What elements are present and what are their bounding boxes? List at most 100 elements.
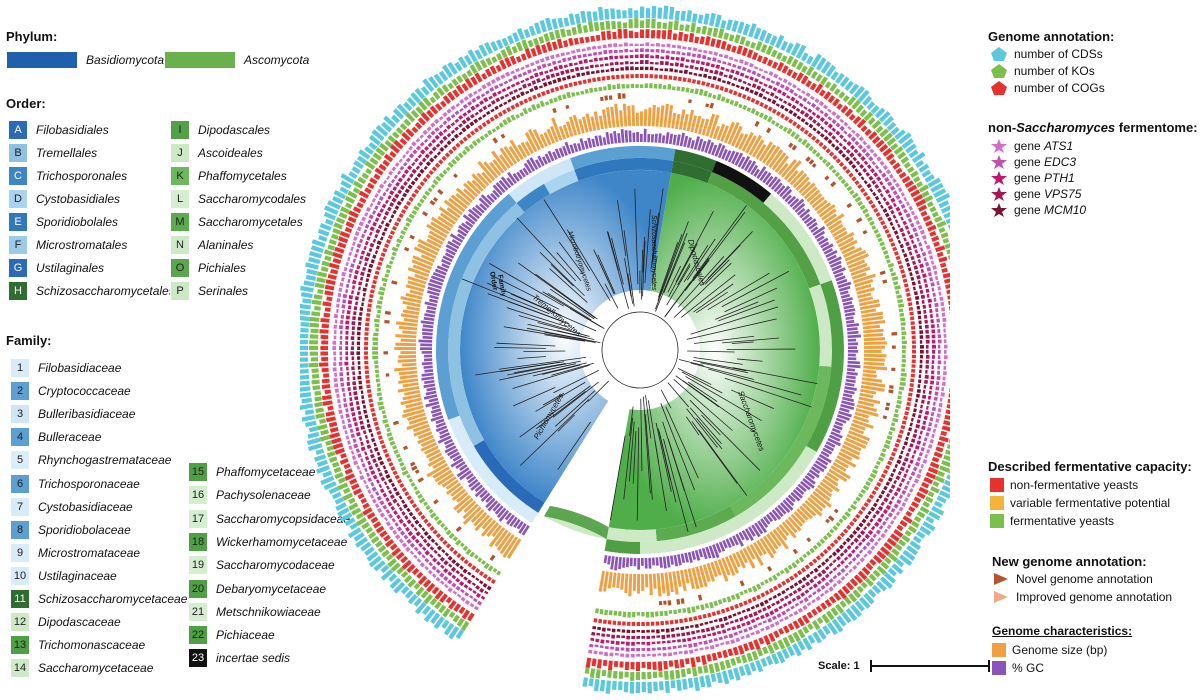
data-ring-bar [568, 37, 574, 46]
data-ring-bar [405, 284, 425, 293]
data-ring-bar [948, 300, 950, 306]
data-ring-bar [864, 533, 870, 540]
data-ring-bar [856, 533, 862, 539]
data-ring-bar [898, 539, 907, 547]
data-ring-bar [879, 452, 886, 458]
data-ring-bar [695, 629, 701, 634]
data-ring-bar [547, 150, 555, 162]
data-ring-bar [742, 80, 747, 85]
data-ring-bar [323, 205, 339, 215]
data-ring-bar [752, 542, 763, 557]
data-ring-bar [359, 420, 364, 425]
data-ring-bar [364, 160, 376, 170]
data-ring-bar [650, 49, 655, 53]
data-ring-bar [388, 489, 393, 495]
data-ring-bar [613, 610, 618, 616]
data-ring-bar [433, 499, 439, 505]
data-ring-bar [910, 501, 920, 509]
data-ring-bar [701, 25, 708, 35]
data-ring-bar [480, 492, 491, 503]
data-ring-bar [347, 376, 350, 381]
data-ring-bar [408, 416, 427, 425]
data-ring-bar [472, 90, 478, 96]
data-ring-bar [713, 560, 722, 576]
data-ring-bar [863, 357, 885, 362]
data-ring-bar [917, 315, 922, 320]
data-ring-bar [842, 540, 847, 546]
data-ring-bar [804, 499, 823, 517]
data-ring-bar [373, 442, 377, 447]
data-ring-bar [702, 613, 707, 619]
data-ring-bar [915, 220, 921, 225]
data-ring-bar [741, 66, 747, 72]
data-ring-bar [421, 376, 435, 381]
data-ring-bar [408, 478, 414, 483]
data-ring-bar [940, 205, 950, 214]
data-ring-bar [610, 106, 616, 128]
data-ring-bar [532, 37, 540, 46]
data-ring-bar [388, 478, 393, 484]
data-ring-bar [908, 475, 913, 481]
data-ring-bar [879, 576, 893, 589]
data-ring-bar [305, 274, 317, 281]
data-ring-bar [922, 304, 927, 309]
family-code: 15 [188, 462, 208, 482]
family-ring-segment [806, 280, 844, 452]
data-ring-bar [344, 468, 353, 475]
data-ring-bar [812, 544, 819, 550]
star-icon [991, 171, 1007, 185]
data-ring-bar [422, 605, 432, 616]
data-ring-bar [650, 611, 655, 618]
data-ring-bar [748, 23, 757, 38]
data-ring-bar [929, 385, 933, 390]
data-ring-bar [686, 109, 695, 132]
data-ring-bar [332, 228, 341, 235]
data-ring-bar [615, 74, 620, 80]
data-ring-bar [664, 680, 670, 694]
data-ring-bar [371, 412, 377, 417]
data-ring-bar [832, 154, 838, 161]
data-ring-bar [589, 64, 594, 69]
data-ring-bar [775, 526, 788, 541]
data-ring-bar [862, 167, 868, 173]
data-ring-bar [421, 372, 434, 377]
data-ring-bar [580, 90, 585, 95]
data-ring-bar [716, 651, 723, 659]
data-ring-bar [751, 83, 757, 89]
data-ring-bar [443, 438, 454, 446]
data-ring-bar [896, 524, 904, 532]
data-ring-bar [473, 605, 479, 611]
data-ring-bar [762, 646, 769, 655]
data-ring-bar [667, 83, 672, 90]
data-ring-bar [339, 356, 343, 361]
data-ring-bar [487, 565, 494, 572]
data-ring-bar [351, 326, 355, 331]
data-ring-bar [940, 301, 945, 307]
data-ring-bar [757, 622, 763, 626]
data-ring-bar [905, 143, 917, 154]
data-ring-bar [420, 254, 435, 263]
data-ring-bar [916, 253, 921, 259]
data-ring-bar [703, 90, 708, 97]
data-ring-bar [751, 585, 758, 593]
data-ring-bar [405, 157, 411, 163]
data-ring-bar [857, 492, 864, 498]
data-ring-bar [434, 469, 453, 483]
data-ring-bar [358, 380, 363, 385]
data-ring-bar [433, 549, 438, 555]
data-ring-bar [308, 256, 321, 265]
data-ring-bar [614, 103, 620, 128]
data-ring-bar [814, 487, 831, 502]
data-ring-bar [330, 268, 339, 275]
data-ring-bar [671, 86, 676, 91]
data-ring-bar [356, 243, 362, 249]
data-ring-bar [680, 553, 686, 564]
family-label: Rhynchogastremataceae [38, 453, 172, 468]
data-ring-bar [896, 294, 903, 299]
data-ring-bar [742, 547, 756, 569]
data-ring-bar [724, 150, 732, 162]
data-ring-bar [424, 354, 433, 358]
data-ring-bar [845, 382, 855, 387]
data-ring-bar [471, 574, 476, 579]
